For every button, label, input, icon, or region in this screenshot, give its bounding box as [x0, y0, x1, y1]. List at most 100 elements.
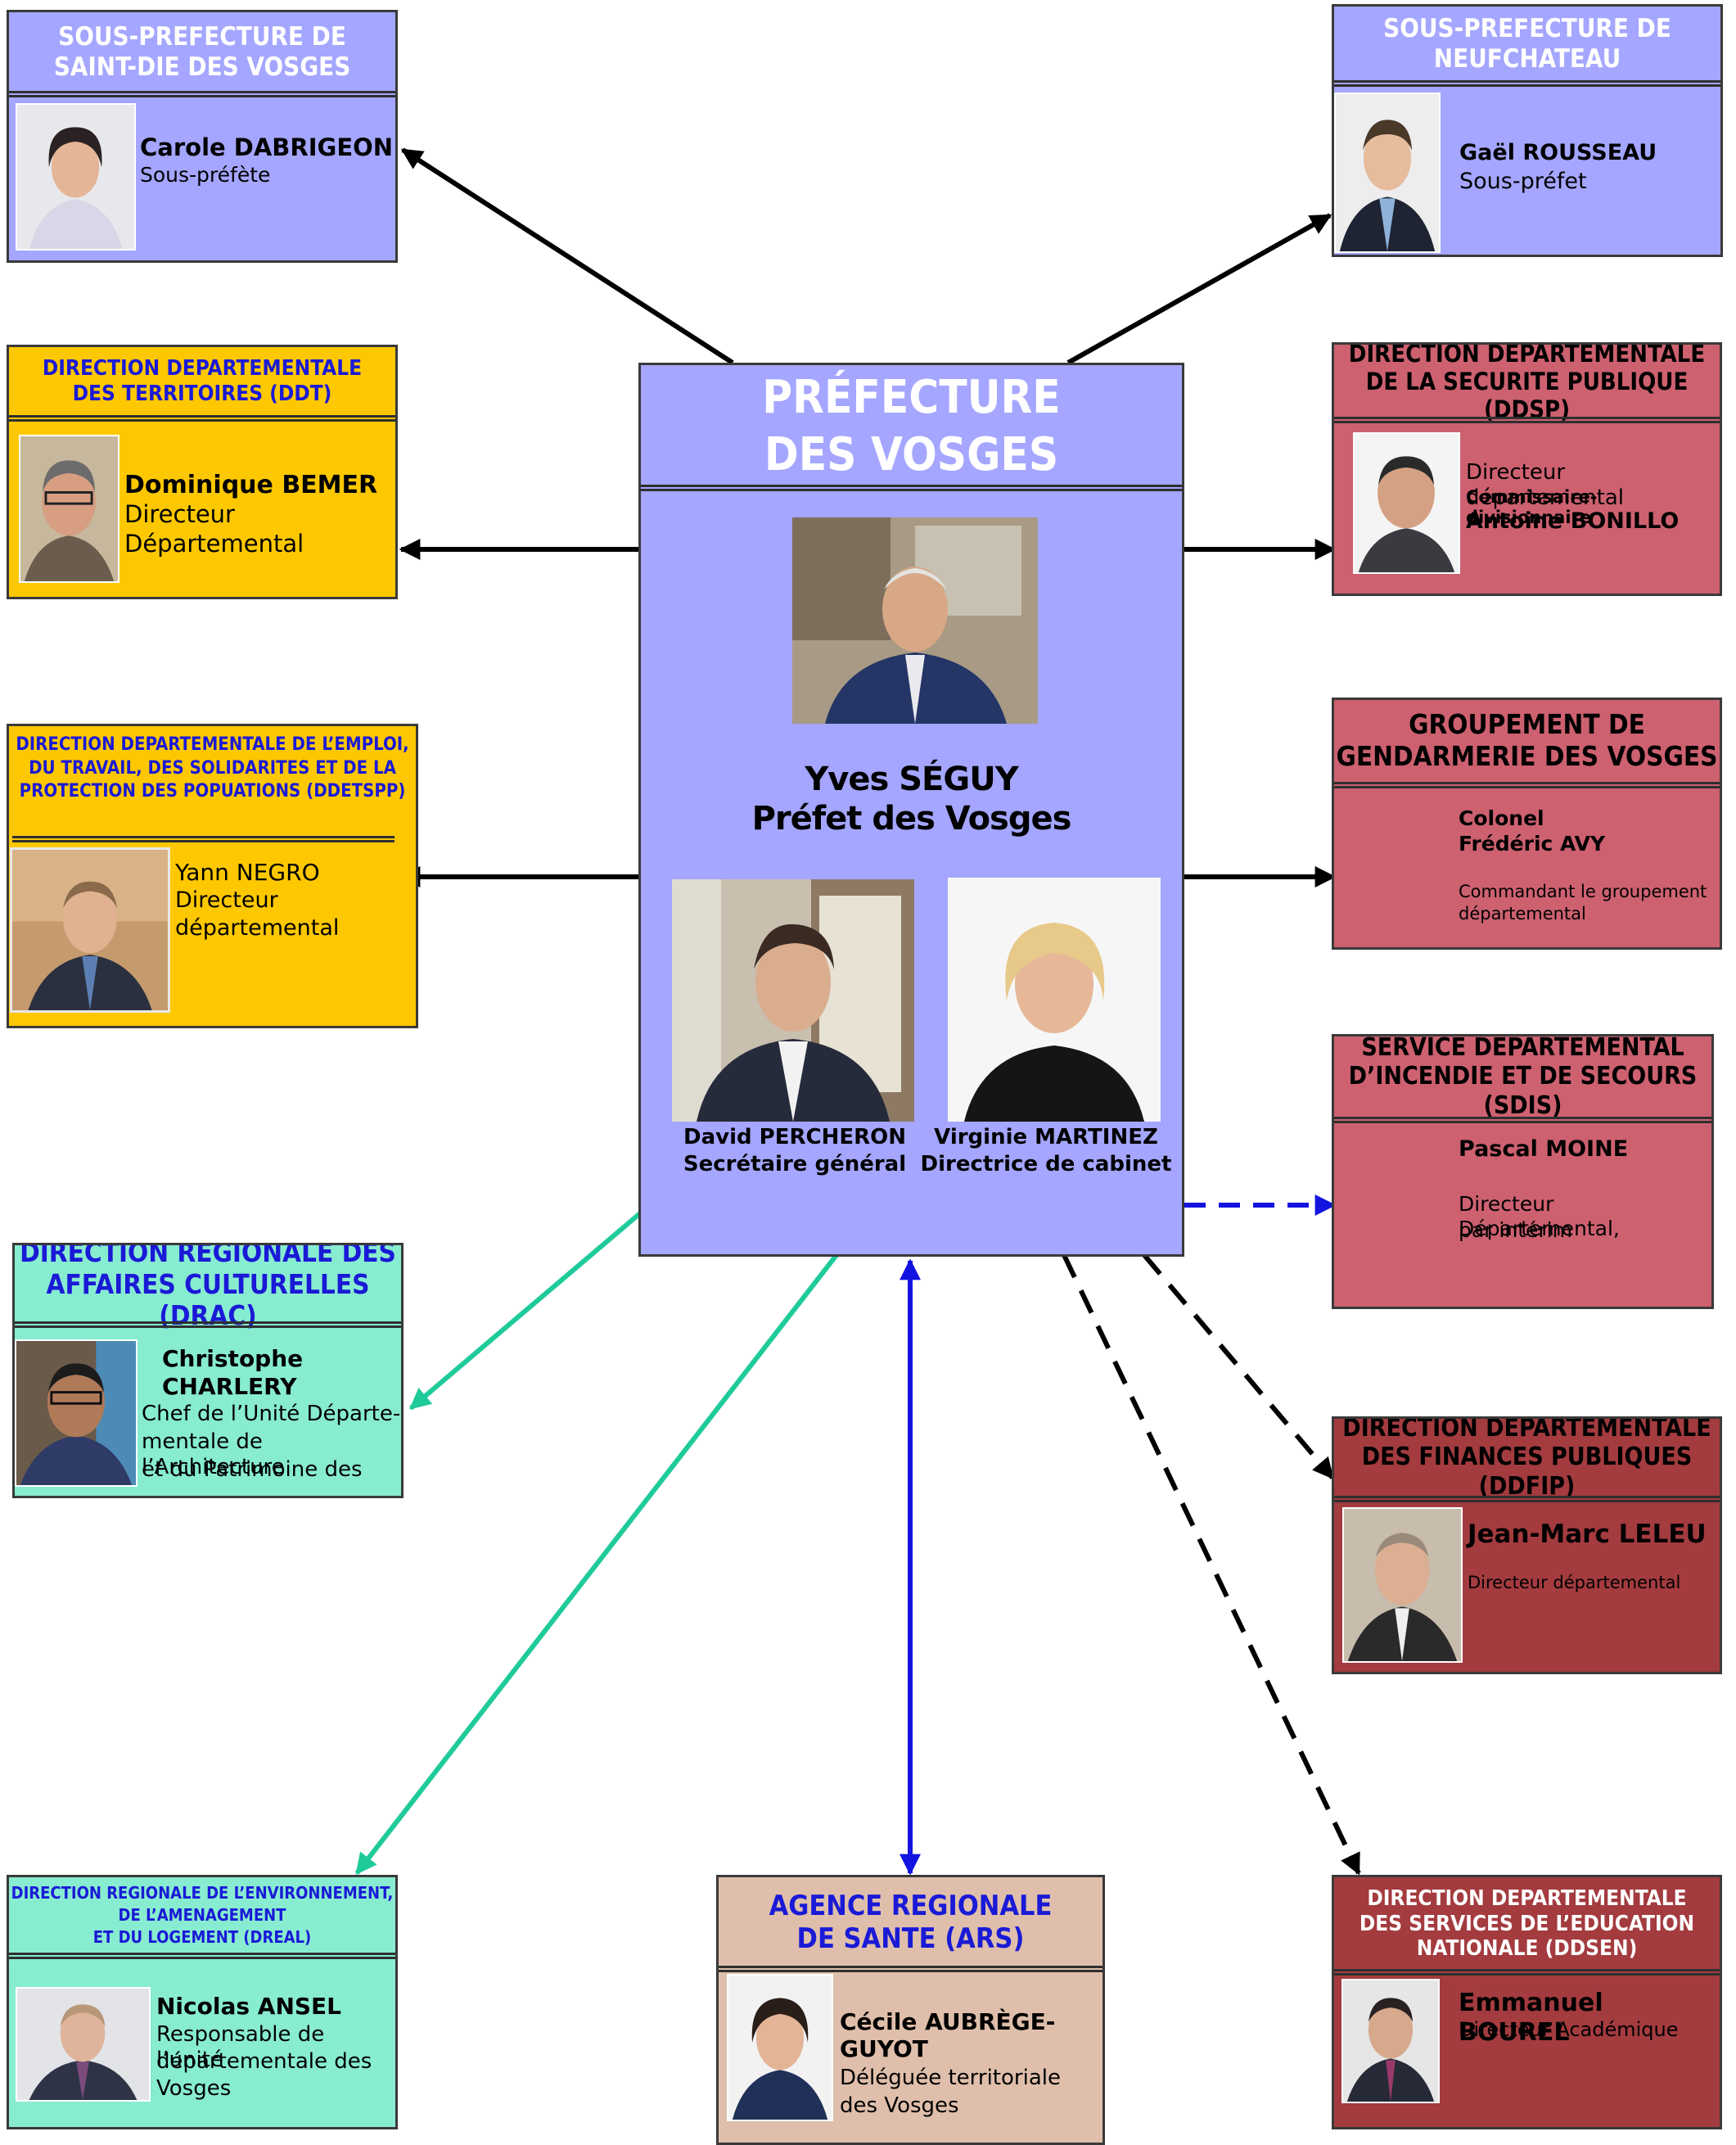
box-ddsen: DIRECTION DEPARTEMENTALE DES SERVICES DE…	[1332, 1875, 1722, 2129]
prefecture-box: PRÉFECTURE DES VOSGES Yves SÉGUY Préfet …	[638, 363, 1184, 1257]
box-sous-prefecture-neufchateau: SOUS-PREFECTURE DE NEUFCHATEAU Gaël ROUS…	[1332, 4, 1723, 257]
dreal-role-line1: Responsable de l’unité	[156, 2022, 325, 2073]
drac-role-line1: Chef de l’Unité Départe-	[142, 1402, 401, 1426]
dreal-header-line3: ET DU LOGEMENT (DREAL)	[92, 1926, 312, 1947]
saint-die-header-line2: SAINT-DIE DES VOSGES	[53, 52, 351, 82]
ddt-header-line1: DIRECTION DEPARTEMENTALE	[42, 356, 363, 382]
neufchateau-header: SOUS-PREFECTURE DE NEUFCHATEAU	[1334, 7, 1720, 82]
box-ddsp: DIRECTION DEPARTEMENTALE DE LA SECURITE …	[1332, 342, 1722, 596]
gendarmerie-header-line2: GENDARMERIE DES VOSGES	[1336, 740, 1718, 772]
box-gendarmerie: GROUPEMENT DE GENDARMERIE DES VOSGES Col…	[1332, 698, 1722, 950]
ddsp-header-line2: DE LA SECURITE PUBLIQUE (DDSP)	[1365, 367, 1689, 424]
ddfip-header: DIRECTION DEPARTEMENTALE DES FINANCES PU…	[1334, 1416, 1720, 1501]
ddsp-header: DIRECTION DEPARTEMENTALE DE LA SECURITE …	[1334, 342, 1720, 423]
ddt-role-line2: Départemental	[124, 530, 304, 558]
dreal-header-line1: DIRECTION REGIONALE DE L’ENVIRONNEMENT,	[11, 1882, 394, 1903]
neufchateau-photo	[1334, 93, 1441, 253]
ddfip-role: Directeur départemental	[1468, 1573, 1681, 1592]
ddetspp-header-line3: PROTECTION DES POPUATIONS (DDETSPP)	[19, 781, 406, 802]
ddetspp-header-line2: DU TRAVAIL, DES SOLIDARITES ET DE LA	[29, 757, 396, 779]
ddt-header: DIRECTION DEPARTEMENTALE DES TERRITOIRES…	[9, 347, 395, 416]
prefect-title: Préfet des Vosges	[751, 800, 1072, 838]
ddsen-header: DIRECTION DEPARTEMENTALE DES SERVICES DE…	[1334, 1877, 1720, 1971]
drac-header-line2: AFFAIRES CULTURELLES (DRAC)	[46, 1267, 370, 1332]
ddsen-header-line3: NATIONALE (DDSEN)	[1416, 1936, 1638, 1962]
ddsen-header-line1: DIRECTION DEPARTEMENTALE	[1367, 1885, 1687, 1911]
secretary-general-photo	[672, 879, 914, 1122]
ddt-photo	[19, 435, 119, 583]
arrow-dreal	[354, 1253, 839, 1876]
dreal-name: Nicolas ANSEL	[156, 1993, 342, 2020]
ddfip-header-line1: DIRECTION DEPARTEMENTALE	[1342, 1416, 1711, 1443]
sdis-name: Pascal MOINE	[1459, 1136, 1629, 1162]
saint-die-header: SOUS-PREFECTURE DE SAINT-DIE DES VOSGES	[9, 12, 395, 93]
ddsp-role-line2: Commissaire-divisionnaire	[1466, 487, 1598, 528]
ddsen-role: Directeur Académique	[1459, 2018, 1679, 2041]
drac-header-line1: DIRECTION REGIONALE DES	[20, 1243, 396, 1268]
box-sdis: SERVICE DEPARTEMENTAL D’INCENDIE ET DE S…	[1332, 1034, 1714, 1309]
neufchateau-name: Gaël ROUSSEAU	[1459, 140, 1657, 165]
box-ddetspp: DIRECTION DEPARTEMENTALE DE L’EMPLOI, DU…	[7, 724, 418, 1028]
ddsen-photo	[1341, 1979, 1440, 2103]
saint-die-role: Sous-préfète	[140, 163, 271, 187]
ddsp-photo	[1353, 432, 1460, 574]
chief-of-staff-title: Directrice de cabinet	[920, 1152, 1172, 1176]
drac-role-line2: mentale de l’Architecture	[142, 1429, 285, 1480]
dreal-role-line3: Vosges	[156, 2076, 232, 2101]
drac-photo	[15, 1339, 138, 1487]
neufchateau-role: Sous-préfet	[1459, 169, 1587, 194]
ddsp-name: Antoine BONILLO	[1466, 508, 1680, 534]
gendarmerie-role-line2: départemental	[1459, 904, 1586, 923]
ddsp-role-line1: Directeur départemental	[1466, 460, 1624, 511]
gendarmerie-name-line1: Colonel	[1459, 806, 1544, 830]
drac-name-line2: CHARLERY	[162, 1373, 297, 1400]
ddsen-header-line2: DES SERVICES DE L’EDUCATION	[1359, 1911, 1695, 1936]
drac-name-line1: Christophe	[162, 1345, 304, 1372]
ddfip-photo	[1342, 1507, 1463, 1663]
saint-die-header-line1: SOUS-PREFECTURE DE	[58, 22, 346, 52]
ddetspp-photo	[10, 847, 170, 1013]
ars-header: AGENCE REGIONALE DE SANTE (ARS)	[719, 1877, 1102, 1967]
ddt-header-line2: DES TERRITOIRES (DDT)	[72, 382, 332, 406]
ddt-name: Dominique BEMER	[124, 471, 378, 499]
ars-header-line1: AGENCE REGIONALE	[769, 1889, 1053, 1922]
box-ddfip: DIRECTION DEPARTEMENTALE DES FINANCES PU…	[1332, 1416, 1722, 1674]
chief-of-staff-photo	[948, 878, 1161, 1122]
prefecture-title-line1: PRÉFECTURE	[762, 371, 1061, 424]
secretary-general-title: Secrétaire général	[683, 1152, 907, 1176]
neufchateau-header-line2: NEUFCHATEAU	[1433, 44, 1621, 74]
arrow-saint-die	[400, 147, 734, 365]
arrow-neufchateau	[1066, 213, 1332, 365]
sdis-header: SERVICE DEPARTEMENTAL D’INCENDIE ET DE S…	[1334, 1034, 1711, 1120]
prefecture-header: PRÉFECTURE DES VOSGES	[641, 365, 1182, 488]
ddetspp-role-line1: Directeur	[175, 887, 278, 913]
box-ars: AGENCE REGIONALE DE SANTE (ARS) Cécile A…	[716, 1875, 1105, 2145]
gendarmerie-header: GROUPEMENT DE GENDARMERIE DES VOSGES	[1334, 700, 1720, 782]
ddetspp-name: Yann NEGRO	[175, 859, 320, 886]
ddetspp-header-line1: DIRECTION DEPARTEMENTALE DE L’EMPLOI,	[16, 734, 409, 756]
dreal-role-line2: départementale des	[156, 2049, 372, 2074]
box-sous-prefecture-saint-die: SOUS-PREFECTURE DE SAINT-DIE DES VOSGES …	[7, 10, 398, 263]
ddsen-name: Emmanuel BOUREL	[1459, 1989, 1603, 2047]
ars-role-line1: Déléguée territoriale	[840, 2066, 1061, 2090]
box-drac: DIRECTION REGIONALE DES AFFAIRES CULTURE…	[12, 1243, 404, 1498]
dreal-header: DIRECTION REGIONALE DE L’ENVIRONNEMENT, …	[9, 1877, 395, 1953]
ddetspp-header: DIRECTION DEPARTEMENTALE DE L’EMPLOI, DU…	[9, 726, 416, 811]
sdis-header-line2: D’INCENDIE ET DE SECOURS (SDIS)	[1348, 1062, 1698, 1120]
prefect-photo	[792, 517, 1038, 724]
ddsp-header-line1: DIRECTION DEPARTEMENTALE	[1348, 342, 1706, 368]
dreal-header-line2: DE L’AMENAGEMENT	[118, 1904, 286, 1925]
ars-photo	[727, 1974, 833, 2121]
dreal-photo	[16, 1987, 151, 2102]
drac-header: DIRECTION REGIONALE DES AFFAIRES CULTURE…	[15, 1243, 401, 1331]
box-dreal: DIRECTION REGIONALE DE L’ENVIRONNEMENT, …	[7, 1875, 398, 2129]
sdis-header-line1: SERVICE DEPARTEMENTAL	[1361, 1034, 1684, 1062]
ars-role-line2: des Vosges	[840, 2093, 959, 2118]
ars-header-line2: DE SANTE (ARS)	[796, 1922, 1025, 1955]
gendarmerie-role-line1: Commandant le groupement	[1459, 882, 1707, 901]
sdis-role-line1: Directeur Départemental,	[1459, 1192, 1620, 1240]
saint-die-photo	[16, 103, 136, 251]
ars-name-line2: GUYOT	[840, 2035, 928, 2062]
prefecture-title-line2: DES VOSGES	[764, 428, 1059, 481]
